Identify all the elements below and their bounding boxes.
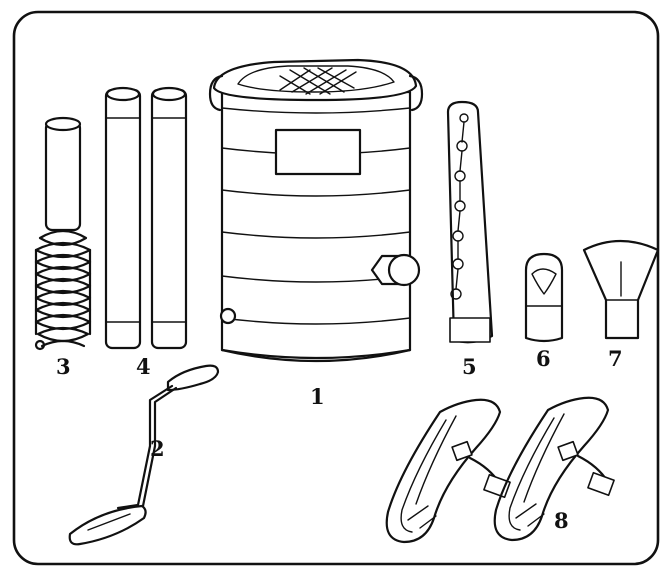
perforated-rod-icon (446, 100, 494, 344)
round-nozzle-icon (524, 252, 564, 343)
sprayer-tank-icon (208, 58, 424, 363)
hand-crank-icon (68, 364, 220, 546)
part-label-nozzle-rod: 5 (462, 354, 477, 379)
straight-tubes-icon (104, 86, 188, 350)
bellows-tube-icon (34, 116, 92, 351)
part-label-tubes: 4 (136, 354, 151, 379)
part-label-fan-nozzle: 7 (608, 346, 623, 371)
fan-nozzle-icon (582, 240, 660, 340)
part-label-bellows: 3 (56, 354, 71, 379)
part-label-crank: 2 (150, 436, 165, 461)
part-label-tank: 1 (310, 384, 325, 409)
part-label-straps: 8 (554, 508, 569, 533)
diagram-frame (12, 10, 660, 566)
shoulder-straps-icon (385, 396, 615, 544)
part-label-nozzle: 6 (536, 346, 551, 371)
